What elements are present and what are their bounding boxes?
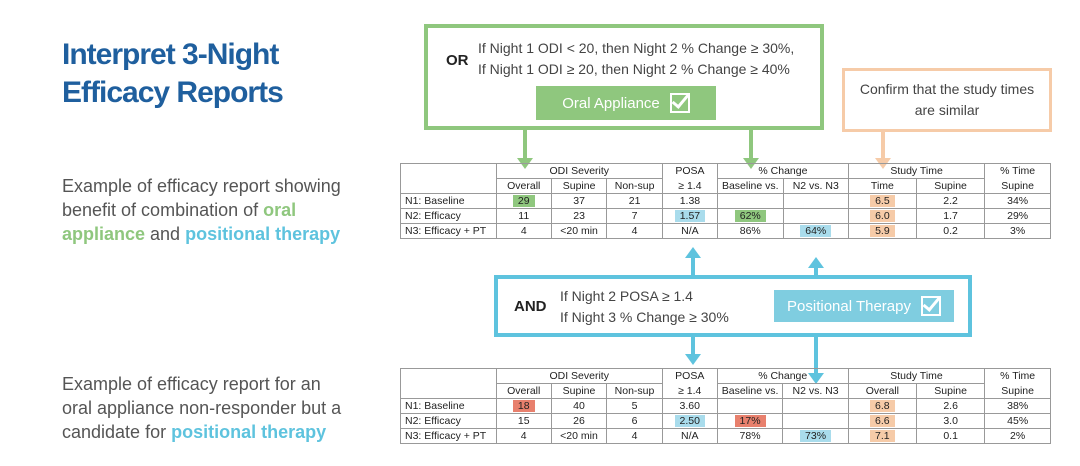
header-non-sup: Non-sup [606,383,663,399]
highlight-blue: 1.57 [674,210,706,222]
header-baseline-vs: Baseline vs. [716,178,784,194]
and-rule-line-2: If Night 3 % Change ≥ 30% [560,309,729,325]
table-row: N1: Baseline 18 40 5 3.60 6.8 2.6 38% [400,398,1051,414]
header-overall: Overall [495,178,552,194]
oral-appliance-criteria-box: OR If Night 1 ODI < 20, then Night 2 % C… [424,24,824,130]
header-n2-vs-n3: N2 vs. N3 [782,383,849,399]
blue-arrow-up-posa [685,247,701,275]
table-row: N1: Baseline 29 37 21 1.38 6.5 2.2 34% [400,193,1051,209]
checkbox-check-icon [920,296,941,316]
table-row: N3: Efficacy + PT 4 <20 min 4 N/A 86% 64… [400,223,1051,239]
study-time-note-box: Confirm that the study times are similar [842,68,1052,132]
highlight-blue: 73% [800,430,832,442]
page-title: Interpret 3-Night Efficacy Reports [62,38,284,109]
header-study-time: Study Time [847,163,986,179]
highlight-orange: 7.1 [870,430,895,442]
highlight-blue: 64% [800,225,832,237]
header-supine: Supine [550,383,608,399]
and-keyword: AND [514,298,547,315]
header-change: % Change [716,368,849,384]
header-odi-severity: ODI Severity [495,163,663,179]
header-posa-threshold: ≥ 1.4 [661,178,718,194]
highlight-orange: 6.6 [870,415,895,427]
highlight-green: 29 [512,195,535,207]
header-supine-time: Supine [916,383,986,399]
header-supine-pct: Supine [984,383,1051,399]
or-keyword: OR [446,52,469,69]
header-time: % Time [984,368,1051,384]
header-study-time: Study Time [847,368,986,384]
header-supine: Supine [550,178,608,194]
header-odi-severity: ODI Severity [495,368,663,384]
header-change: % Change [716,163,849,179]
highlight-blue: 2.50 [674,415,705,427]
header-posa: POSA [661,368,718,384]
efficacy-report-table-1: ODI Severity POSA % Change Study Time % … [400,163,1051,239]
highlight-orange: 6.0 [870,210,895,222]
highlight-orange: 6.8 [870,400,895,412]
description-combination: Example of efficacy report showing benef… [62,176,341,244]
table-row: N3: Efficacy + PT 4 <20 min 4 N/A 78% 73… [400,428,1051,444]
header-supine-time: Supine [915,178,986,194]
header-baseline-vs: Baseline vs. [716,383,784,399]
header-non-sup: Non-sup [606,178,663,194]
description-non-responder: Example of efficacy report for an oral a… [62,374,342,442]
positional-therapy-badge: Positional Therapy [774,290,954,322]
header-posa-threshold: ≥ 1.4 [661,383,718,399]
table-row: N2: Efficacy 15 26 6 2.50 17% 6.6 3.0 45… [400,413,1051,429]
highlight-orange: 6.5 [870,195,895,207]
header-overall: Overall [495,383,552,399]
header-time: % Time [984,163,1051,179]
blue-arrow-down-posa [685,337,701,365]
highlight-red: 17% [734,415,766,427]
highlight-red: 18 [512,400,535,412]
efficacy-report-table-2: ODI Severity POSA % Change Study Time % … [400,368,1051,444]
blue-arrow-up-change [808,257,824,275]
header-overall-time: Overall [847,383,918,399]
or-rule-line-2: If Night 1 ODI ≥ 20, then Night 2 % Chan… [478,61,790,77]
header-posa: POSA [661,163,718,179]
highlight-orange: 5.9 [870,225,895,237]
or-rule-line-1: If Night 1 ODI < 20, then Night 2 % Chan… [478,40,795,56]
highlight-green: 62% [734,210,766,222]
checkbox-check-icon [669,93,690,113]
positional-therapy-criteria-box: AND If Night 2 POSA ≥ 1.4 If Night 3 % C… [494,275,972,337]
and-rule-line-1: If Night 2 POSA ≥ 1.4 [560,288,693,304]
table-row: N2: Efficacy 11 23 7 1.57 62% 6.0 1.7 29… [400,208,1051,224]
header-n2-vs-n3: N2 vs. N3 [782,178,849,194]
oral-appliance-badge: Oral Appliance [536,86,716,120]
header-time-sub: Time [847,178,917,194]
header-supine-pct: Supine [984,178,1051,194]
